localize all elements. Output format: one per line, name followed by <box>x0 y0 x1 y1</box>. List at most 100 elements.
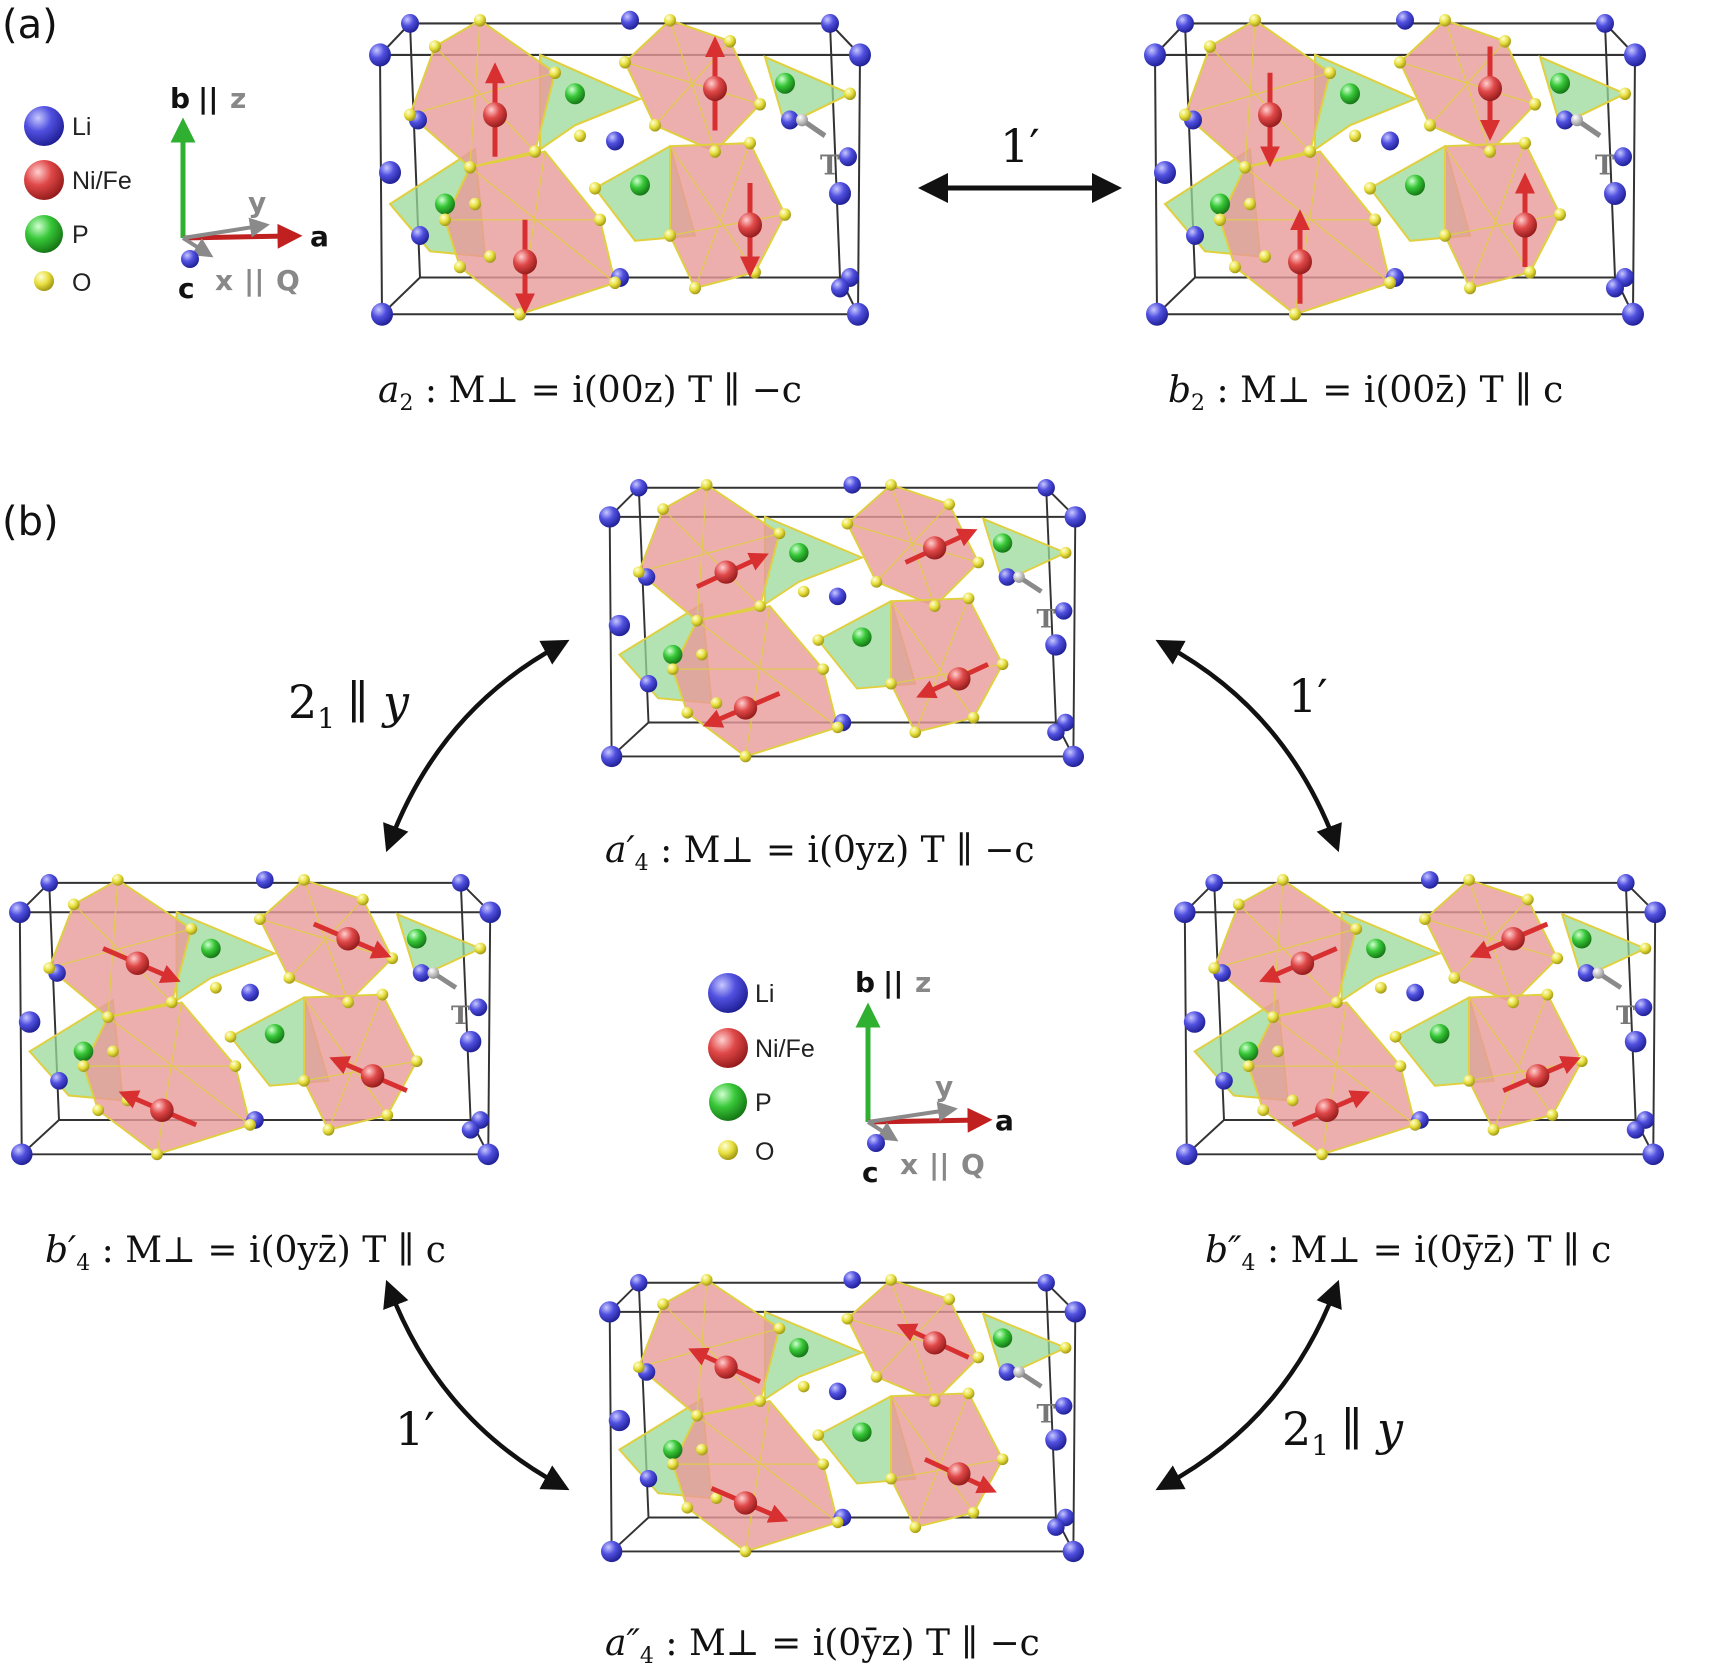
caption-a4-doubleprime: a″4 : M⊥ = i(0ȳz) T ∥ −c <box>605 1623 1040 1669</box>
legend-b: Li Ni/Fe P O <box>708 973 815 1166</box>
nife-atom <box>1258 102 1282 128</box>
axes-a: b || z y a c x || Q <box>170 82 329 305</box>
caption-b4-doubleprime: b″4 : M⊥ = i(0ȳz̄) T ∥ c <box>1205 1230 1611 1276</box>
z-label: z <box>230 82 246 115</box>
nife-atom <box>1478 75 1502 102</box>
t-label: T <box>1037 1398 1056 1428</box>
nife-atom <box>733 1491 758 1515</box>
nife-atom <box>733 696 758 720</box>
x-parallel: || <box>929 1148 949 1181</box>
b-parallel: || <box>198 82 218 115</box>
p-legend-icon <box>25 215 63 253</box>
cell-a4-doubleprime: T <box>599 1271 1086 1562</box>
p-legend-icon <box>709 1083 747 1121</box>
panel-a-label: (a) <box>2 2 58 48</box>
o-legend-icon <box>34 271 54 291</box>
b-label: b <box>855 966 875 999</box>
axes-b: b || z y a c x || Q <box>855 966 1014 1189</box>
nife-atom <box>360 1064 385 1088</box>
nife-atom <box>1315 1098 1339 1122</box>
c-axis-icon <box>867 1134 885 1152</box>
y-label: y <box>935 1070 953 1103</box>
x-axis-arrow <box>866 1120 899 1142</box>
t-label: T <box>1595 150 1615 182</box>
nife-legend-icon <box>24 160 64 200</box>
nife-atom <box>513 249 537 275</box>
curved-arrow-top-right <box>1155 639 1342 853</box>
legend-a: Li Ni/Fe P O <box>24 106 132 297</box>
x-label: x <box>215 264 233 297</box>
legend-li: Li <box>755 980 774 1008</box>
b-parallel: || <box>883 966 903 999</box>
nife-atom <box>336 926 360 951</box>
a-axis-arrow <box>182 223 303 249</box>
a-label: a <box>995 1104 1014 1137</box>
li-legend-icon <box>708 973 748 1013</box>
nife-atom <box>923 536 947 560</box>
cell-b2: T <box>1144 11 1646 326</box>
op-prime-top-right: 1′ <box>1288 669 1328 723</box>
caption-b4-prime: b′4 : M⊥ = i(0yz̄) T ∥ c <box>45 1230 446 1276</box>
y-axis-arrow <box>182 217 270 240</box>
op-screw-bottom-right: 21∥ y <box>1282 1402 1404 1462</box>
legend-nife: Ni/Fe <box>72 167 132 195</box>
t-label: T <box>1037 603 1056 633</box>
legend-p: P <box>755 1089 772 1117</box>
q-label: Q <box>276 264 300 297</box>
a-label: a <box>310 220 329 253</box>
t-label: T <box>820 150 840 182</box>
cell-a2: T <box>369 11 871 326</box>
legend-p: P <box>72 221 89 249</box>
curved-arrow-bottom-right <box>1155 1279 1342 1491</box>
x-parallel: || <box>244 264 264 297</box>
curved-arrow-top-left <box>383 639 570 853</box>
caption-b2: b2 : M⊥ = i(00z̄) T ∥ c <box>1168 370 1563 416</box>
o-legend-icon <box>718 1140 738 1160</box>
c-label: c <box>862 1156 879 1189</box>
y-axis-arrow <box>867 1101 958 1124</box>
x-label: x <box>900 1148 918 1181</box>
nife-atom <box>714 1355 738 1379</box>
a-axis-arrow <box>867 1107 993 1133</box>
t-label: T <box>1616 1001 1635 1031</box>
cell-a4-prime: T <box>599 476 1086 767</box>
nife-atom <box>738 212 762 238</box>
nife-atom <box>947 667 971 691</box>
panel-b-label: (b) <box>2 499 59 545</box>
op-prime-a: 1′ <box>1000 119 1040 173</box>
c-axis-icon <box>181 250 199 268</box>
li-legend-icon <box>24 106 64 146</box>
legend-o: O <box>755 1138 774 1166</box>
nife-atom <box>1290 951 1315 975</box>
legend-nife: Ni/Fe <box>755 1035 815 1063</box>
z-label: z <box>915 966 931 999</box>
nife-atom <box>125 951 150 975</box>
b-label: b <box>170 82 190 115</box>
nife-atom <box>1501 926 1525 951</box>
cell-b4-doubleprime: T <box>1174 871 1666 1165</box>
op-screw-top-left: 21∥ y <box>288 675 410 735</box>
c-label: c <box>178 272 195 305</box>
caption-a4-prime: a′4 : M⊥ = i(0yz) T ∥ −c <box>605 830 1035 876</box>
nife-atom <box>150 1098 174 1122</box>
op-prime-bottom-left: 1′ <box>395 1402 435 1456</box>
nife-atom <box>483 102 507 128</box>
t-label: T <box>451 1001 470 1031</box>
caption-a2: a2 : M⊥ = i(00z) T ∥ −c <box>378 370 802 416</box>
nife-atom <box>947 1462 971 1486</box>
curved-arrow-bottom-left <box>383 1279 570 1491</box>
nife-atom <box>923 1331 947 1355</box>
nife-atom <box>1288 249 1312 275</box>
nife-atom <box>703 75 727 102</box>
nife-atom <box>1525 1064 1550 1088</box>
y-label: y <box>248 186 266 219</box>
nife-legend-icon <box>708 1028 748 1068</box>
nife-atom <box>714 560 738 584</box>
cell-b4-prime: T <box>9 871 501 1165</box>
nife-atom <box>1513 212 1537 238</box>
legend-li: Li <box>72 113 91 141</box>
legend-o: O <box>72 269 91 297</box>
x-axis-arrow <box>181 236 214 258</box>
q-label: Q <box>961 1148 985 1181</box>
